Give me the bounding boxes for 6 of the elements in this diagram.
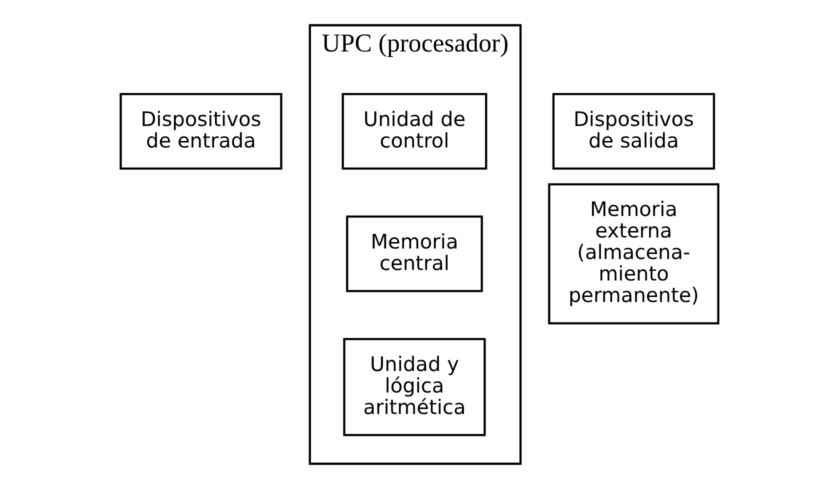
node-box: Unidad de control	[341, 92, 487, 170]
node-box: Dispositivos de entrada	[119, 92, 282, 170]
node-box: Unidad y lógica aritmética	[342, 338, 486, 436]
node-box: Dispositivos de salida	[552, 92, 715, 170]
node-box: Memoria central	[346, 215, 482, 292]
node-box: Memoria externa (almacena- miento permanente)	[548, 183, 719, 324]
